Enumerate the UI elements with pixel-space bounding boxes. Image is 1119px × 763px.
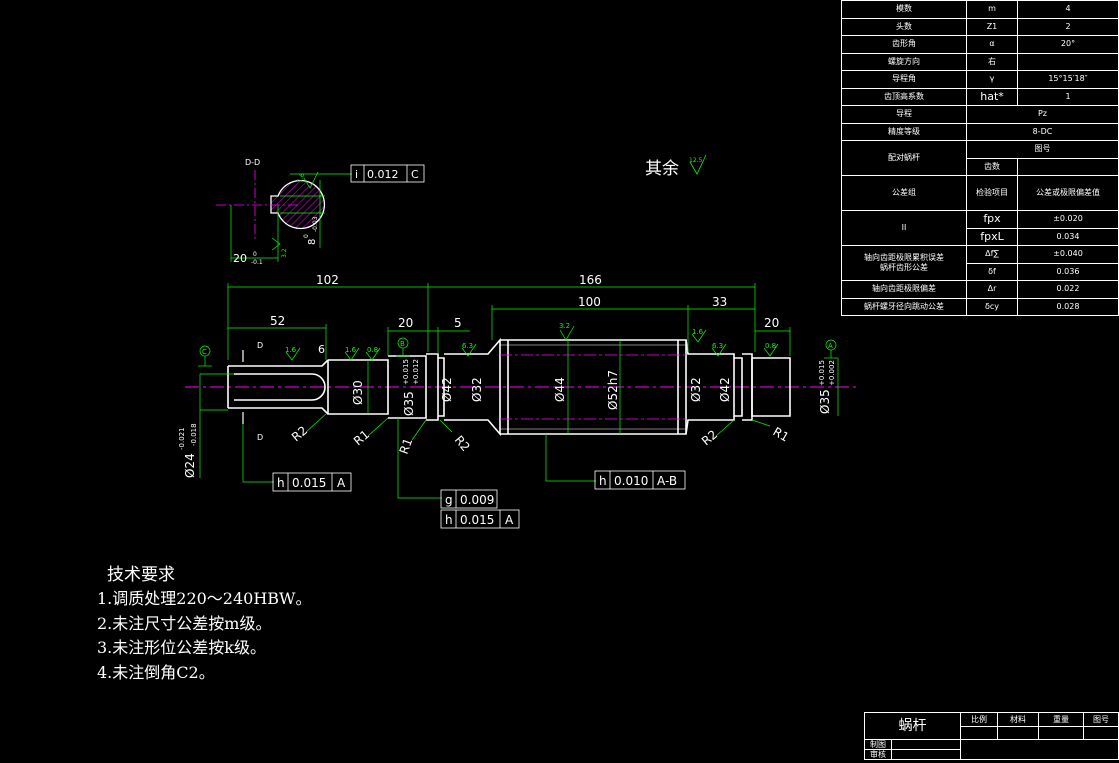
section-view: D-D 20 0 -0.1 8 0 -0.03 1.6 3.2 i 0.012 …: [216, 158, 425, 266]
dia-32b: Ø32: [689, 377, 703, 402]
dia-24: Ø24: [183, 453, 197, 478]
svg-text:3.2: 3.2: [559, 322, 570, 330]
svg-text:+0.015: +0.015: [818, 360, 826, 386]
svg-text:C: C: [202, 348, 207, 356]
svg-text:6.3: 6.3: [712, 342, 723, 350]
fcf1-ref: C: [411, 168, 419, 181]
note-item: 3.未注形位公差按k级。: [97, 638, 266, 657]
dia-44: Ø44: [553, 377, 567, 402]
note-item: 1.调质处理220～240HBW。: [97, 589, 312, 608]
dia-30: Ø30: [351, 380, 365, 405]
dim-166: 166: [579, 273, 602, 287]
fcf4-symbol: h: [445, 513, 453, 527]
svg-text:3.2: 3.2: [281, 248, 288, 258]
svg-text:B: B: [400, 340, 405, 348]
dim-20b: 20: [764, 316, 779, 330]
svg-text:1.6: 1.6: [692, 328, 704, 336]
radius-r2c: R2: [699, 427, 720, 448]
dia-32a: Ø32: [470, 377, 484, 402]
svg-text:+0.012: +0.012: [412, 359, 420, 385]
radius-r1a: R1: [351, 427, 372, 448]
fcf5-value: 0.010: [614, 474, 648, 488]
dia-42b: Ø42: [718, 377, 732, 402]
svg-text:1.6: 1.6: [285, 346, 297, 354]
dim-33: 33: [712, 295, 727, 309]
svg-text:6.3: 6.3: [462, 342, 473, 350]
dia-35b: Ø35: [818, 389, 832, 414]
dia-52h7: Ø52h7: [606, 370, 620, 410]
sec-dim-20: 20: [233, 252, 247, 265]
svg-text:A: A: [828, 342, 833, 350]
svg-text:-0.021: -0.021: [178, 427, 186, 450]
dim-102: 102: [316, 273, 339, 287]
note-item: 2.未注尺寸公差按m级。: [97, 613, 272, 633]
fcf5-ref: A-B: [657, 474, 677, 488]
fcf2-symbol: h: [277, 476, 285, 490]
note-item: 4.未注倒角C2。: [97, 662, 215, 682]
svg-text:12.5: 12.5: [689, 157, 703, 164]
svg-text:+0.015: +0.015: [402, 359, 410, 385]
fcf3-value: 0.009: [460, 493, 494, 507]
svg-text:D: D: [257, 341, 263, 350]
svg-text:0: 0: [303, 234, 310, 238]
radius-r1c: R1: [771, 424, 792, 444]
svg-text:-0.1: -0.1: [251, 259, 263, 266]
svg-text:0: 0: [253, 251, 257, 258]
technical-requirements: 技术要求 1.调质处理220～240HBW。 2.未注尺寸公差按m级。 3.未注…: [97, 563, 312, 685]
rest-roughness-label: 其余: [645, 159, 679, 179]
dia-35a: Ø35: [402, 391, 416, 416]
fcf3-symbol: g: [445, 493, 453, 507]
title-block: 蜗杆 比例 材料 重量 图号 制图 审核: [864, 712, 1119, 760]
fcf2-value: 0.015: [292, 476, 326, 490]
svg-text:1.6: 1.6: [345, 346, 357, 354]
dim-20a: 20: [398, 316, 413, 330]
fcf4-value: 0.015: [460, 513, 494, 527]
fcf1-symbol: i: [355, 168, 358, 181]
svg-text:0.8: 0.8: [765, 342, 776, 350]
fcf1-value: 0.012: [367, 168, 399, 181]
svg-text:-0.03: -0.03: [312, 216, 319, 232]
svg-text:1.6: 1.6: [296, 172, 306, 184]
shaft-view: 102 166 52 100 33 20 5 20 6 Ø30 Ø35 Ø42 …: [178, 273, 858, 499]
radius-r2b: R2: [452, 433, 473, 454]
fcf5-symbol: h: [599, 474, 607, 488]
dim-52: 52: [270, 314, 285, 328]
fcf2-ref: A: [337, 476, 346, 490]
svg-text:+0.002: +0.002: [828, 360, 836, 386]
notes-title: 技术要求: [107, 565, 175, 585]
radius-r2a: R2: [289, 423, 310, 444]
sec-dim-8: 8: [307, 239, 318, 245]
fcf4-ref: A: [505, 513, 514, 527]
part-name: 蜗杆: [864, 712, 961, 740]
dia-42a: Ø42: [440, 377, 454, 402]
dim-6: 6: [318, 343, 325, 356]
dim-100: 100: [578, 295, 601, 309]
svg-text:-0.018: -0.018: [190, 423, 198, 446]
section-label: D-D: [245, 158, 260, 167]
section-profile: [270, 179, 326, 230]
svg-text:D: D: [257, 433, 263, 442]
fcf-group: [272, 470, 686, 529]
svg-text:0.8: 0.8: [367, 346, 378, 354]
radius-r1b: R1: [397, 436, 416, 456]
dim-5: 5: [454, 316, 462, 330]
